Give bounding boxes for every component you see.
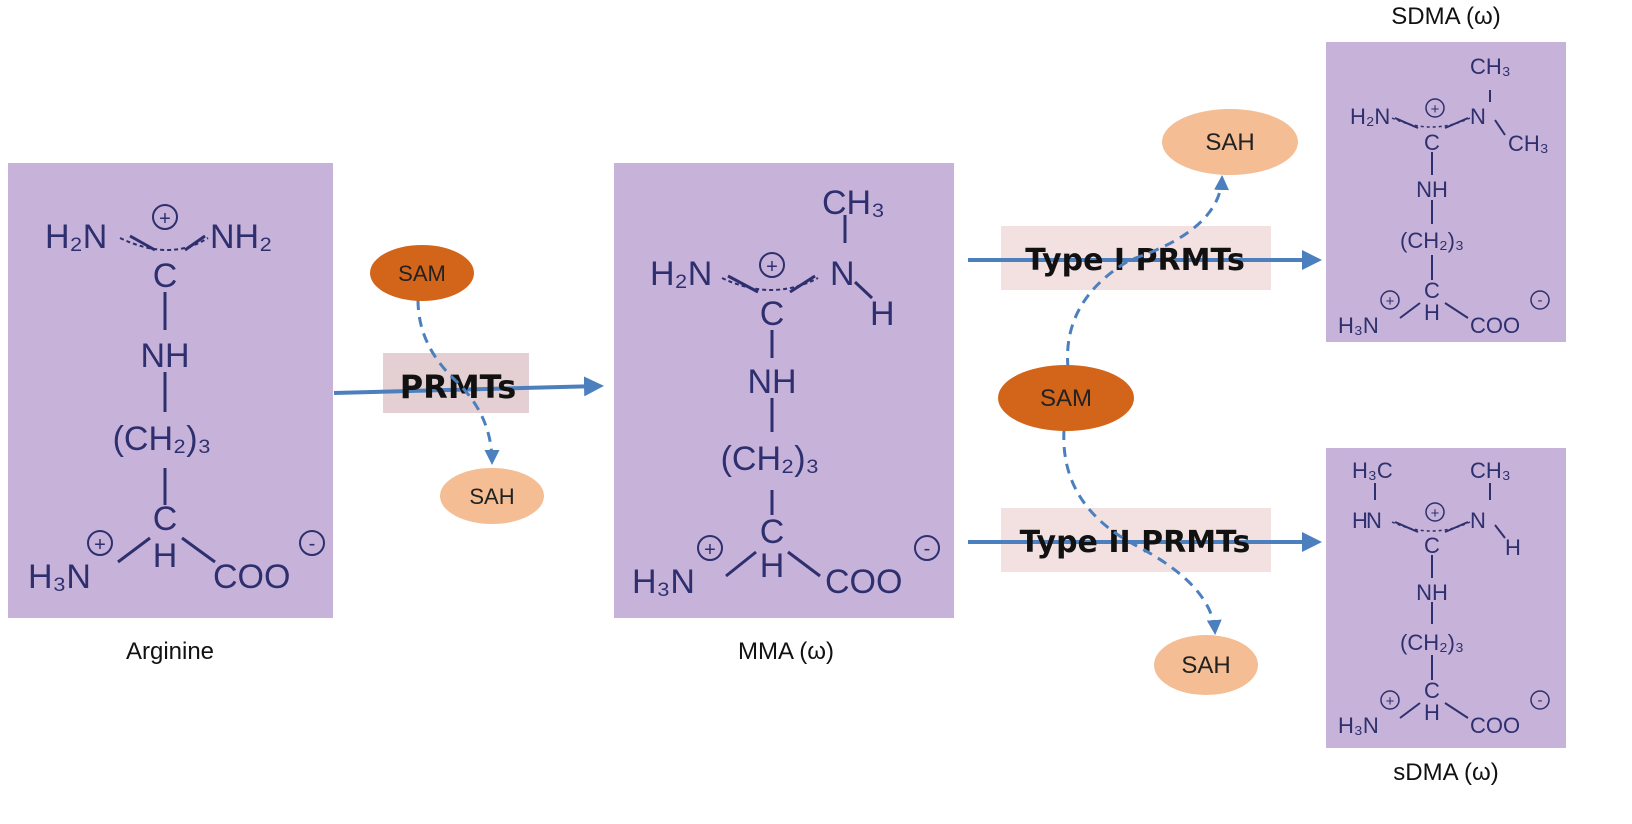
carboxylate: COO xyxy=(213,558,290,596)
guanidino-plus: + xyxy=(766,256,778,278)
sam-label-1: SAM xyxy=(398,261,446,286)
central-carbon: C xyxy=(1424,533,1440,558)
alpha-hydrogen: H xyxy=(153,537,178,575)
left-nitrogen: N xyxy=(1366,508,1382,533)
alpha-carbon: C xyxy=(1424,678,1440,703)
methyl-right: CH₃ xyxy=(1508,131,1549,156)
sam-oval-2 xyxy=(998,365,1134,431)
sam-to-sah-dashed-arrow-lower xyxy=(1062,429,1222,635)
imino-nh: NH xyxy=(140,337,189,375)
guanidino-charge-circle xyxy=(759,252,785,278)
mma-caption: MMA (ω) xyxy=(738,638,834,665)
guanidino-right-amine: NH₂ xyxy=(210,218,272,256)
sdma-upper-box xyxy=(1326,42,1566,342)
methylene-chain: (CH₂)₃ xyxy=(721,440,820,478)
central-carbon: C xyxy=(1424,130,1440,155)
guanidino-left-amine: H₂N xyxy=(650,255,712,293)
methylated-nitrogen: N xyxy=(830,255,855,293)
carboxylate-minus: - xyxy=(1538,692,1543,709)
amine-plus: + xyxy=(1386,693,1395,710)
carboxylate-charge-circle xyxy=(1530,290,1550,310)
imino-nh: NH xyxy=(1416,580,1448,605)
carboxylate: COO xyxy=(1470,313,1520,338)
guanidino-charge-circle xyxy=(152,204,178,230)
methylene-chain: (CH₂)₃ xyxy=(1400,630,1464,655)
n-methyl-carbon: CH₃ xyxy=(822,184,885,222)
guanidino-left-amine: H₂N xyxy=(45,218,107,256)
type2-label: Type II PRMTs xyxy=(1020,525,1251,560)
alpha-carbon: C xyxy=(760,513,785,551)
alpha-amine: H₃N xyxy=(1338,713,1379,738)
sah-oval-1 xyxy=(440,468,544,524)
nitrogen-hydrogen: H xyxy=(870,295,895,333)
sam-to-sah-dashed-arrow-1 xyxy=(416,299,500,465)
mma-structure: CH₃ + H₂N N H C NH (CH₂)₃ C H + H₃N COO … xyxy=(614,163,954,618)
sdma-upper-structure: CH₃ + H₂N N CH₃ C NH (CH₂)₃ C H + H₃N CO… xyxy=(1326,42,1566,342)
alpha-amine: H₃N xyxy=(632,563,695,601)
sah-oval-upper xyxy=(1162,109,1298,175)
guanidino-charge-circle xyxy=(1425,502,1445,522)
sdma-lower-structure: H₃C CH₃ + H N N H C NH (CH₂)₃ C H + H₃N … xyxy=(1326,448,1566,748)
amine-charge-circle xyxy=(697,535,723,561)
sah-label-upper: SAH xyxy=(1205,129,1254,156)
guanidino-plus: + xyxy=(1431,505,1440,522)
amine-charge-circle xyxy=(1380,690,1400,710)
alpha-amine: H₃N xyxy=(1338,313,1379,338)
carboxylate-charge-circle xyxy=(914,535,940,561)
sdma-upper-caption: SDMA (ω) xyxy=(1391,3,1500,30)
guanidino-plus: + xyxy=(1431,101,1440,118)
arginine-box xyxy=(8,163,333,618)
right-methyl: CH₃ xyxy=(1470,458,1511,483)
guanidino-left-amine: H₂N xyxy=(1350,104,1390,129)
amine-plus: + xyxy=(94,534,106,556)
prmts-label: PRMTs xyxy=(400,368,517,406)
methyl-top: CH₃ xyxy=(1470,54,1511,79)
alpha-hydrogen: H xyxy=(1424,300,1440,325)
guanidino-plus: + xyxy=(159,208,171,230)
arginine-structure: + H₂N NH₂ C NH (CH₂)₃ C H + H₃N COO - xyxy=(8,163,333,618)
sam-label-2: SAM xyxy=(1040,385,1092,412)
amine-charge-circle xyxy=(1380,290,1400,310)
prmts-arrow xyxy=(333,376,604,397)
right-nitrogen: N xyxy=(1470,508,1486,533)
sah-label-lower: SAH xyxy=(1181,652,1230,679)
central-carbon: C xyxy=(153,257,178,295)
left-methyl: H₃C xyxy=(1352,458,1393,483)
dimethylated-nitrogen: N xyxy=(1470,104,1486,129)
sdma-lower-box xyxy=(1326,448,1566,748)
sam-oval-1 xyxy=(370,245,474,301)
type1-label: Type I PRMTs xyxy=(1025,243,1245,278)
carboxylate-minus: - xyxy=(924,538,931,560)
amine-plus: + xyxy=(1386,293,1395,310)
amine-charge-circle xyxy=(87,530,113,556)
arginine-caption: Arginine xyxy=(126,638,214,665)
alpha-carbon: C xyxy=(153,500,178,538)
methylene-chain: (CH₂)₃ xyxy=(113,420,212,458)
imino-nh: NH xyxy=(747,363,796,401)
sdma-lower-caption: sDMA (ω) xyxy=(1393,759,1498,786)
carboxylate-charge-circle xyxy=(1530,690,1550,710)
alpha-amine: H₃N xyxy=(28,558,91,596)
alpha-hydrogen: H xyxy=(760,547,785,585)
left-n-hydrogen: H xyxy=(1352,508,1368,533)
guanidino-charge-circle xyxy=(1425,98,1445,118)
alpha-carbon: C xyxy=(1424,278,1440,303)
alpha-hydrogen: H xyxy=(1424,700,1440,725)
carboxylate-minus: - xyxy=(1538,292,1543,309)
carboxylate-charge-circle xyxy=(299,530,325,556)
amine-plus: + xyxy=(704,539,716,561)
imino-nh: NH xyxy=(1416,177,1448,202)
sah-oval-lower xyxy=(1154,635,1258,695)
carboxylate-minus: - xyxy=(309,533,316,555)
carboxylate: COO xyxy=(1470,713,1520,738)
sah-label-1: SAH xyxy=(469,484,514,509)
sam-to-sah-dashed-arrow-upper xyxy=(1066,175,1230,369)
mma-box xyxy=(614,163,954,618)
right-n-hydrogen: H xyxy=(1505,535,1521,560)
methylene-chain: (CH₂)₃ xyxy=(1400,228,1464,253)
central-carbon: C xyxy=(760,295,785,333)
carboxylate: COO xyxy=(825,563,902,601)
